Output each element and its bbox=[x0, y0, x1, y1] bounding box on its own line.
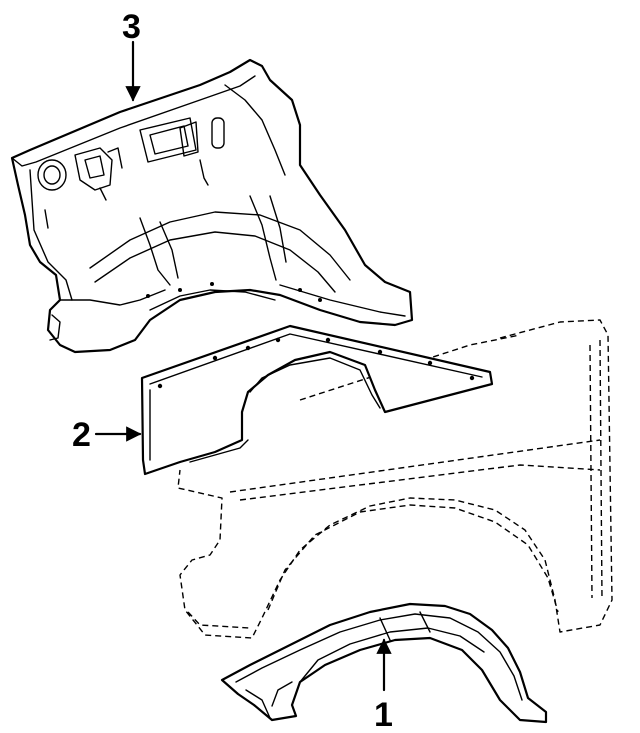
inner-liner bbox=[220, 602, 548, 724]
splash-shield bbox=[140, 324, 494, 476]
callout-part-3: 3 bbox=[122, 8, 141, 46]
apron-panel bbox=[10, 58, 414, 354]
callout-part-2: 2 bbox=[72, 416, 91, 454]
callout-part-1: 1 bbox=[374, 696, 393, 733]
fender-outline bbox=[177, 319, 613, 639]
